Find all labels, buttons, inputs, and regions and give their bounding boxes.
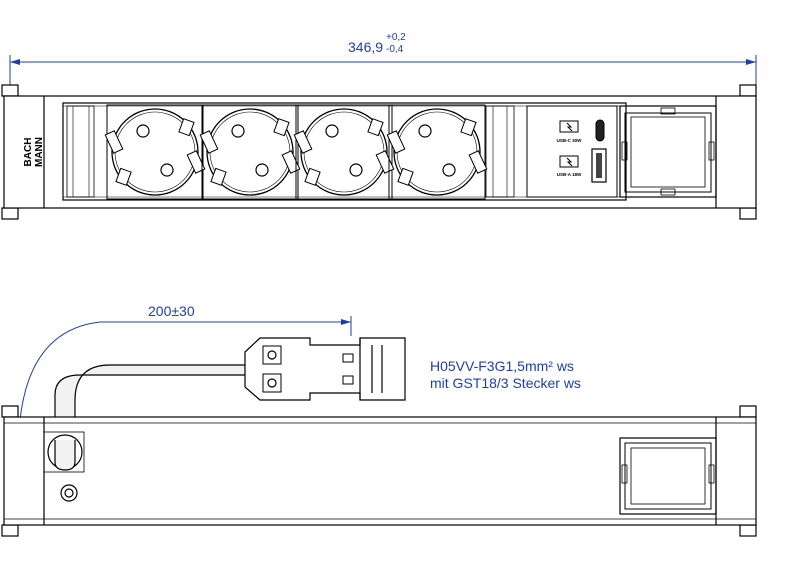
- usb-c-label: USB-C 30W: [557, 138, 583, 143]
- empty-module-frame-top: [619, 105, 717, 198]
- brand-line-1: BACH: [23, 138, 34, 167]
- cable-grommet: [47, 434, 83, 471]
- power-strip-rear-view: [1, 405, 757, 537]
- usb-charger-module: USB-C 30W USB-A 18W: [526, 105, 618, 198]
- gst18-plug-connector: [244, 337, 406, 401]
- schuko-socket-4: [386, 104, 488, 200]
- cable-spec-line-1: H05VV-F3G1,5mm² ws: [430, 358, 574, 374]
- cable-spec-line-2: mit GST18/3 Stecker ws: [430, 375, 581, 391]
- empty-module-frame-rear: [619, 437, 717, 515]
- schuko-socket-1: [104, 104, 206, 200]
- usb-c-port: [595, 119, 605, 142]
- length-tolerance-upper: +0,2: [386, 32, 406, 43]
- brand-line-2: MANN: [34, 137, 45, 167]
- cable-length-value: 200±30: [148, 303, 195, 319]
- schuko-socket-2: [199, 104, 301, 200]
- usb-a-label: USB-A 18W: [557, 172, 582, 177]
- length-tolerance-lower: -0,4: [386, 44, 404, 55]
- bachmann-logo: BACH MANN: [23, 137, 45, 167]
- overall-length-dimension: [9, 55, 757, 85]
- length-value: 346,9: [348, 39, 383, 55]
